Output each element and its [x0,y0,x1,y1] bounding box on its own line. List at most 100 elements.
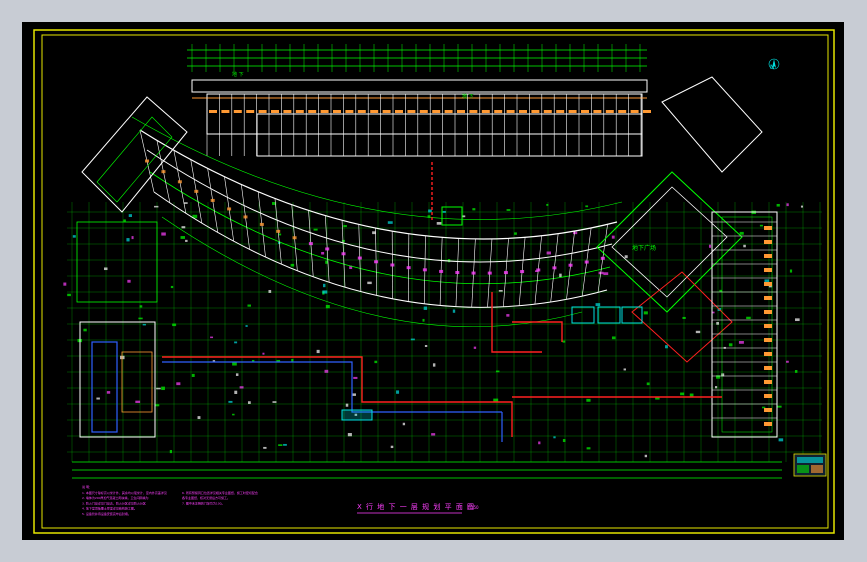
detail-mark [232,413,235,416]
unit-tag [271,110,279,113]
bottom-dimension-chain [72,461,782,479]
detail-mark [562,438,566,442]
detail-mark [181,226,186,229]
detail-mark [778,438,784,442]
detail-mark [353,376,358,379]
detail-mark [138,317,143,320]
detail-mark [192,214,198,219]
curved-unit-tag [292,236,297,240]
detail-mark [156,387,161,390]
detail-mark [316,349,320,354]
detail-mark [423,306,428,310]
detail-mark [643,311,648,315]
detail-mark [559,273,562,278]
curved-unit-tag [584,260,589,264]
drawing-sheet: 地 下 地 下 地下广场 N X 行 地 下 一 层 规 划 平 面 图 1:1… [22,22,844,540]
detail-mark [665,345,668,349]
detail-mark [367,281,372,285]
detail-mark [719,289,723,292]
drawing-title: X 行 地 下 一 层 规 划 平 面 图 [357,502,475,511]
detail-mark [351,393,356,396]
detail-mark [624,255,628,259]
detail-mark [67,293,71,297]
detail-mark [180,236,185,239]
detail-mark [422,318,425,322]
detail-mark [278,233,282,236]
detail-mark [239,386,244,389]
detail-mark [764,279,770,283]
detail-mark [586,398,591,402]
detail-mark [402,422,406,426]
unit-tag [643,110,651,113]
unit-tag [246,110,255,113]
curved-unit-tag [471,271,476,275]
lower-left-block [76,221,158,438]
unit-tag [506,110,515,113]
unit-tag [593,110,602,113]
detail-mark [104,267,108,271]
curved-unit-tag [341,252,346,256]
unit-tag [494,110,503,113]
detail-mark [210,336,214,339]
detail-mark [759,224,763,227]
curved-unit-tag [227,207,232,211]
detail-mark [794,370,798,373]
unit-tag [481,110,490,113]
unit-tag [395,110,403,113]
unit-tag [581,110,589,113]
tower-unit-tag [764,380,772,384]
detail-mark [272,202,276,205]
detail-mark [598,271,604,275]
detail-mark [128,214,132,218]
detail-mark [562,340,566,343]
curved-unit-tag [145,159,149,163]
detail-mark [495,370,500,373]
detail-mark [611,336,616,340]
detail-mark [343,225,347,228]
detail-mark [712,311,715,314]
detail-mark [354,413,358,416]
detail-mark [695,330,701,334]
curved-unit-tag [243,215,248,219]
drawing-scale: 1:150 [467,505,479,510]
detail-mark [272,401,277,403]
curved-unit-tag [520,270,525,274]
detail-mark [135,400,141,403]
curved-unit-tag [357,256,362,260]
unit-tag [531,110,540,113]
curved-unit-tag [259,222,264,226]
detail-mark [573,231,578,235]
unit-tag [618,110,627,113]
detail-mark [739,231,744,235]
detail-mark [212,360,216,363]
detail-mark [789,269,793,273]
note-line: 6. 所有预留洞口位置详见相关专业图纸，施工时密切配合 [182,490,258,495]
detail-mark [743,244,746,248]
unit-tag [221,110,230,113]
unit-tag [308,110,317,113]
detail-mark [390,445,394,449]
detail-mark [325,260,329,264]
detail-mark [183,202,188,204]
detail-mark [776,405,782,408]
tower-unit-tag [764,408,772,412]
unit-tag [333,110,341,113]
north-arrow-icon [768,58,780,70]
left-angled-wing [81,96,188,213]
tower-unit-tag [764,268,772,272]
detail-mark [746,316,751,320]
detail-mark [349,265,353,270]
detail-mark [247,401,251,404]
detail-mark [708,244,711,248]
top-row-unit-cells [206,94,651,156]
curved-unit-tag [276,229,281,233]
detail-mark [611,235,615,239]
detail-mark [325,304,330,309]
detail-mark [245,325,248,327]
curved-unit-tag [600,256,605,260]
detail-mark [716,375,721,379]
detail-mark [374,360,378,364]
note-line: 1. 本图尺寸除标高以米计外，其余均以毫米计，室内外高差详见 [82,490,167,495]
detail-mark [139,305,143,308]
